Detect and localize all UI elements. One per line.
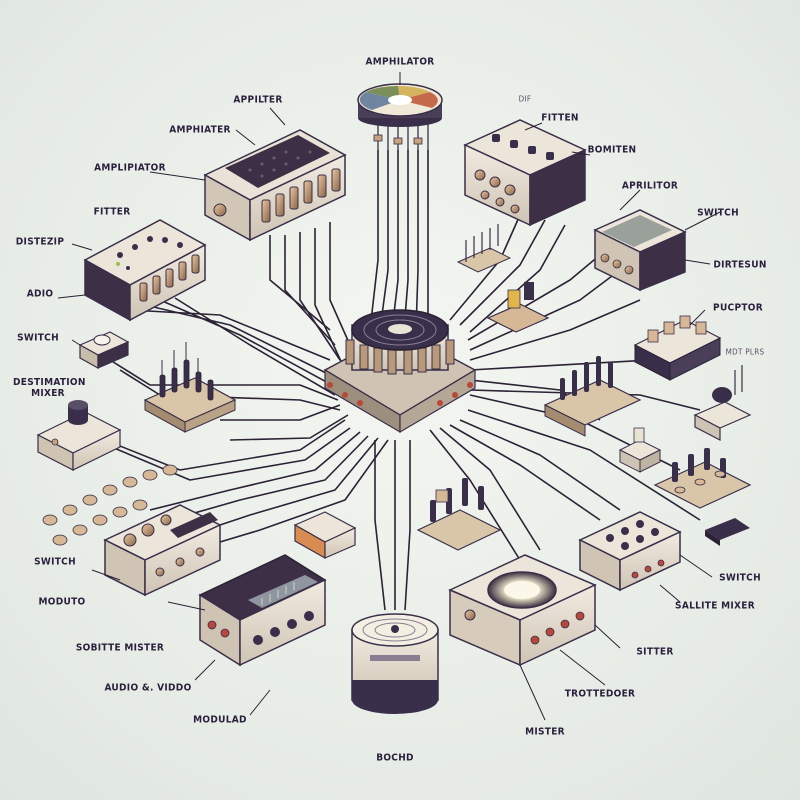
wire bbox=[459, 419, 621, 511]
wire bbox=[469, 299, 641, 361]
pucptor-board bbox=[633, 315, 722, 381]
wire bbox=[314, 228, 346, 371]
small-module-yellow bbox=[486, 282, 550, 333]
wire bbox=[209, 439, 389, 546]
ic-chip bbox=[705, 518, 750, 546]
wire bbox=[469, 224, 566, 333]
label-audio-video: AUDIO &. VIDDO bbox=[104, 682, 192, 694]
wire bbox=[129, 309, 331, 361]
wire bbox=[404, 440, 411, 611]
label-bochd: BOCHD bbox=[376, 752, 414, 764]
wire bbox=[429, 429, 521, 561]
wire bbox=[144, 304, 331, 376]
label-fitten: FITTEN bbox=[541, 112, 579, 124]
label-aprilitor: APRILITOR bbox=[621, 180, 679, 192]
wire bbox=[329, 222, 351, 346]
wire bbox=[469, 269, 621, 351]
central-hub-component bbox=[323, 309, 477, 434]
wire bbox=[391, 150, 399, 331]
amplifier-box bbox=[203, 129, 347, 242]
wire bbox=[374, 440, 386, 611]
wire bbox=[467, 409, 701, 521]
tube-board-right bbox=[653, 448, 752, 509]
wire bbox=[449, 424, 601, 521]
wire bbox=[79, 419, 346, 471]
label-leaders bbox=[57, 72, 721, 721]
wire bbox=[174, 297, 336, 396]
label-adio: ADIO bbox=[26, 288, 54, 300]
label-dirtesun: DIRTESUN bbox=[713, 259, 767, 271]
label-mister: MISTER bbox=[525, 726, 565, 738]
label-pucptor: PUCPTOR bbox=[713, 302, 763, 314]
wire bbox=[369, 150, 379, 331]
small-module-center-left bbox=[293, 511, 357, 560]
wire bbox=[469, 389, 701, 411]
wire bbox=[169, 435, 369, 521]
label-switch-lower-right: SWITCH bbox=[719, 572, 761, 584]
wire bbox=[403, 150, 409, 331]
label-distezip: DISTEZIP bbox=[15, 236, 65, 248]
wire bbox=[379, 150, 389, 331]
label-trottedoer: TROTTEDOER bbox=[564, 688, 636, 700]
bomiten-box bbox=[463, 119, 587, 227]
wire bbox=[415, 150, 419, 331]
label-sitter: SITTER bbox=[636, 646, 674, 658]
label-amphiater: AMPHIATER bbox=[169, 124, 231, 136]
label-sobitte-mister: SOBITTE MISTER bbox=[75, 642, 165, 654]
switch-unit-left bbox=[78, 331, 130, 370]
label-modulad: MODULAD bbox=[193, 714, 247, 726]
label-destimation-mixer: DESTIMATION MIXER bbox=[13, 377, 86, 399]
label-switch-right: SWITCH bbox=[697, 207, 739, 219]
moduto-box bbox=[103, 504, 222, 597]
tube-board-center bbox=[416, 478, 502, 551]
destination-mixer bbox=[36, 400, 122, 471]
wire bbox=[229, 414, 349, 441]
transistor-unit-right bbox=[693, 365, 752, 441]
wire bbox=[439, 427, 541, 551]
wire bbox=[299, 232, 341, 361]
wire bbox=[94, 427, 351, 481]
label-mdt-plrs: MDT PLRS bbox=[725, 347, 765, 357]
label-appilter: APPILTER bbox=[233, 94, 283, 106]
sallite-mixer-box bbox=[578, 511, 682, 592]
wire bbox=[220, 404, 341, 421]
resistor-board bbox=[456, 224, 512, 273]
label-sallite-mixer: SALLITE MIXER bbox=[675, 600, 755, 612]
small-cube-right bbox=[618, 427, 662, 473]
label-bomiten: BOMITEN bbox=[587, 144, 637, 156]
wire bbox=[159, 299, 333, 386]
speaker-box bbox=[448, 554, 597, 667]
wire-bundle bbox=[79, 150, 701, 611]
sobitte-mister-box bbox=[198, 554, 327, 667]
label-fitter: FITTER bbox=[93, 206, 131, 218]
transistor-cluster-left bbox=[42, 464, 178, 546]
tube-rack-left bbox=[143, 342, 237, 433]
top-amplifier-disc bbox=[357, 83, 443, 152]
wire bbox=[109, 359, 339, 401]
wire bbox=[459, 219, 546, 326]
label-moduto: MODUTO bbox=[38, 596, 86, 608]
bochd-cylinder bbox=[351, 613, 439, 714]
label-dif: DIF bbox=[518, 94, 532, 104]
label-amplipiator: AMPLIPIATOR bbox=[94, 162, 166, 174]
label-switch-left: SWITCH bbox=[17, 332, 59, 344]
label-amphilator: AMPHILATOR bbox=[365, 56, 435, 68]
label-switch-lower-left: SWITCH bbox=[34, 556, 76, 568]
tube-rack-right bbox=[543, 356, 642, 437]
wire bbox=[149, 431, 361, 511]
distezip-box bbox=[83, 219, 207, 322]
wire bbox=[269, 235, 331, 331]
dirtesun-monitor bbox=[593, 209, 687, 292]
